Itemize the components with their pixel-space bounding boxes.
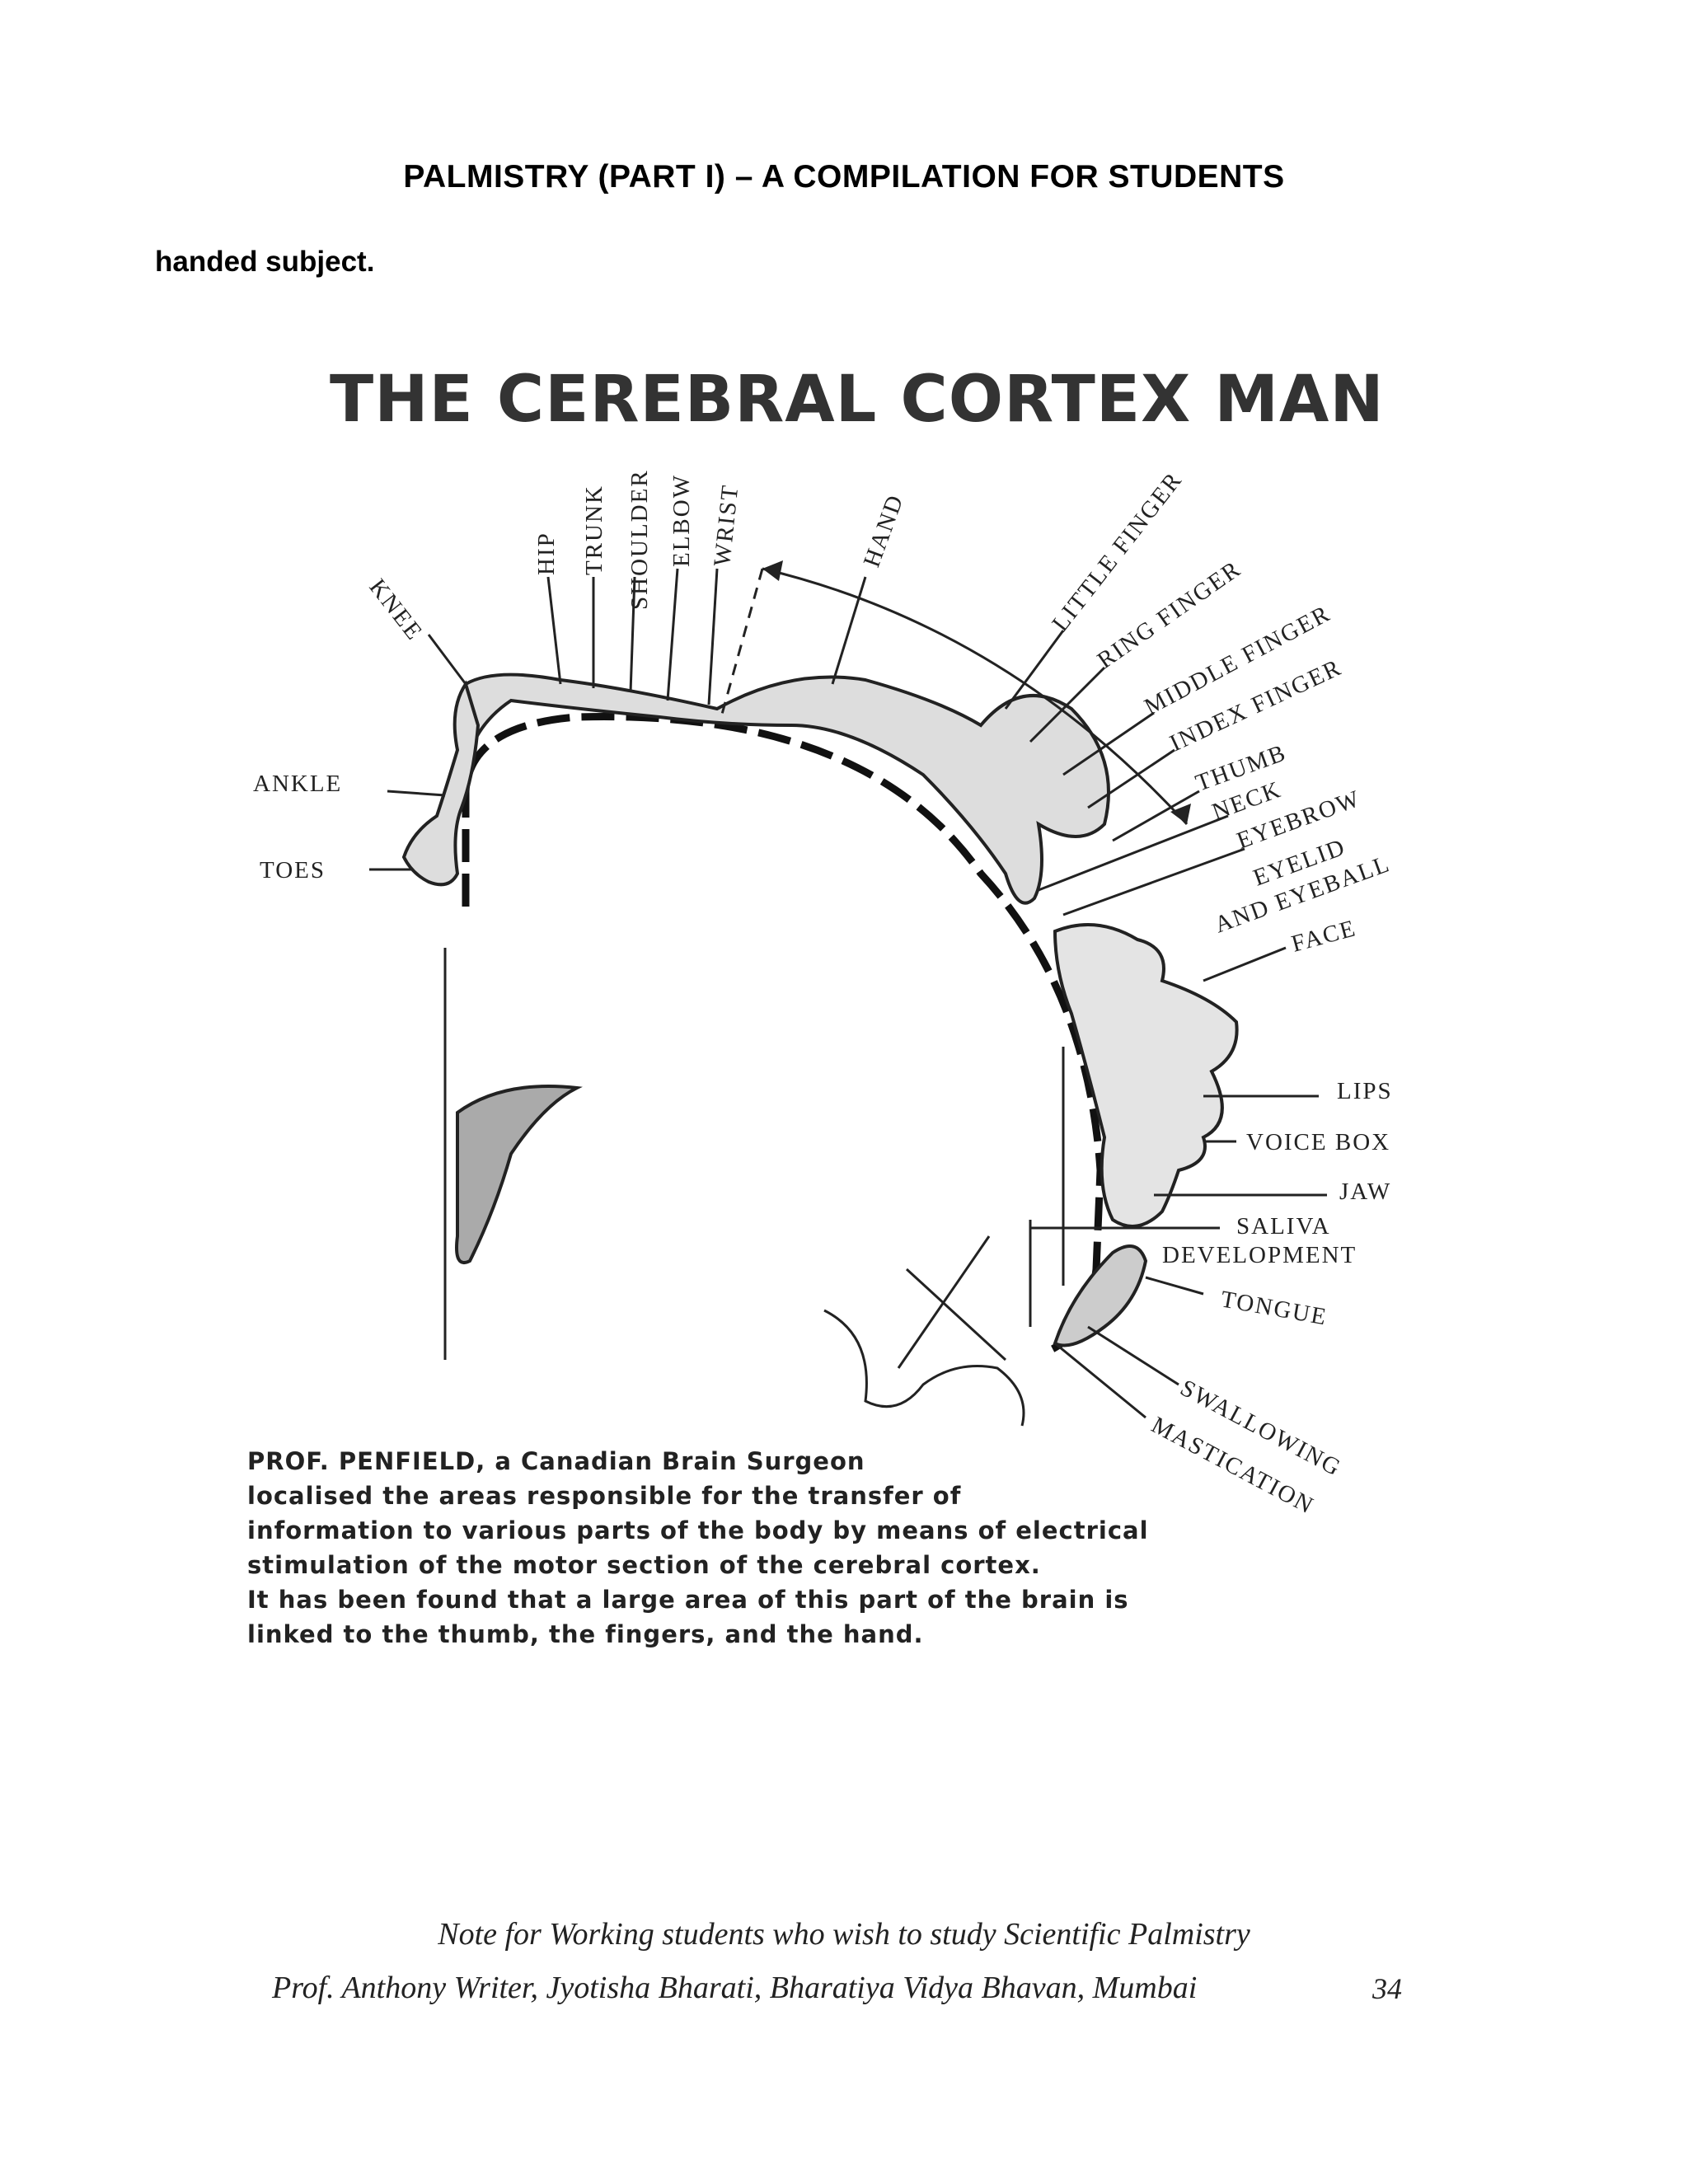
label-hand: HAND: [859, 490, 909, 570]
caption-lead: PROF. PENFIELD,: [247, 1447, 486, 1475]
homunculus-body: [463, 673, 1110, 905]
arrow-head: [1170, 804, 1191, 824]
label-development: DEVELOPMENT: [1162, 1242, 1357, 1268]
label-jaw: JAW: [1339, 1179, 1391, 1205]
caption-text: a Canadian Brain Surgeon: [485, 1447, 865, 1475]
leader-lines: [369, 568, 1327, 1419]
caption-line: stimulation of the motor section of the …: [247, 1551, 1041, 1579]
label-shoulder: SHOULDER: [626, 469, 653, 610]
arrow-head: [762, 560, 783, 581]
label-saliva: SALIVA: [1236, 1213, 1331, 1240]
label-ankle: ANKLE: [253, 771, 342, 797]
homunculus-leg: [401, 680, 481, 887]
label-voice-box: VOICE BOX: [1246, 1129, 1390, 1155]
caption-line: linked to the thumb, the fingers, and th…: [247, 1620, 924, 1648]
caption-line: PROF. PENFIELD, a Canadian Brain Surgeon: [247, 1444, 1319, 1479]
brain-sketch: [823, 1309, 1025, 1427]
figure-caption: PROF. PENFIELD, a Canadian Brain Surgeon…: [247, 1444, 1319, 1652]
lead-text: handed subject.: [155, 246, 375, 278]
label-trunk: TRUNK: [581, 485, 607, 575]
label-toes: TOES: [260, 857, 326, 883]
homunculus-face: [1053, 923, 1239, 1228]
figure-title: THE CEREBRAL CORTEX MAN: [330, 363, 1385, 437]
hand-range-arrow: [762, 567, 1189, 826]
label-face: FACE: [1289, 915, 1360, 958]
homunculus-tongue: [1053, 1244, 1148, 1347]
brain-sketch: [905, 1268, 1007, 1361]
homunculus-arm: [455, 1085, 583, 1264]
label-tongue: TONGUE: [1219, 1286, 1329, 1330]
label-wrist: WRIST: [709, 483, 743, 568]
page-number: 34: [1372, 1972, 1402, 2005]
label-lips: LIPS: [1337, 1078, 1393, 1104]
caption-line: It has been found that a large area of t…: [247, 1586, 1129, 1614]
label-elbow: ELBOW: [668, 474, 695, 567]
wrist-dashed-line: [720, 568, 764, 718]
page-header: PALMISTRY (PART I) – A COMPILATION FOR S…: [403, 159, 1285, 194]
label-hip: HIP: [533, 532, 560, 575]
caption-line: information to various parts of the body…: [247, 1516, 1149, 1544]
footer-author: Prof. Anthony Writer, Jyotisha Bharati, …: [272, 1971, 1198, 2005]
caption-line: localised the areas responsible for the …: [247, 1482, 962, 1510]
footer-note: Note for Working students who wish to st…: [438, 1917, 1250, 1952]
label-knee: KNEE: [363, 574, 428, 646]
